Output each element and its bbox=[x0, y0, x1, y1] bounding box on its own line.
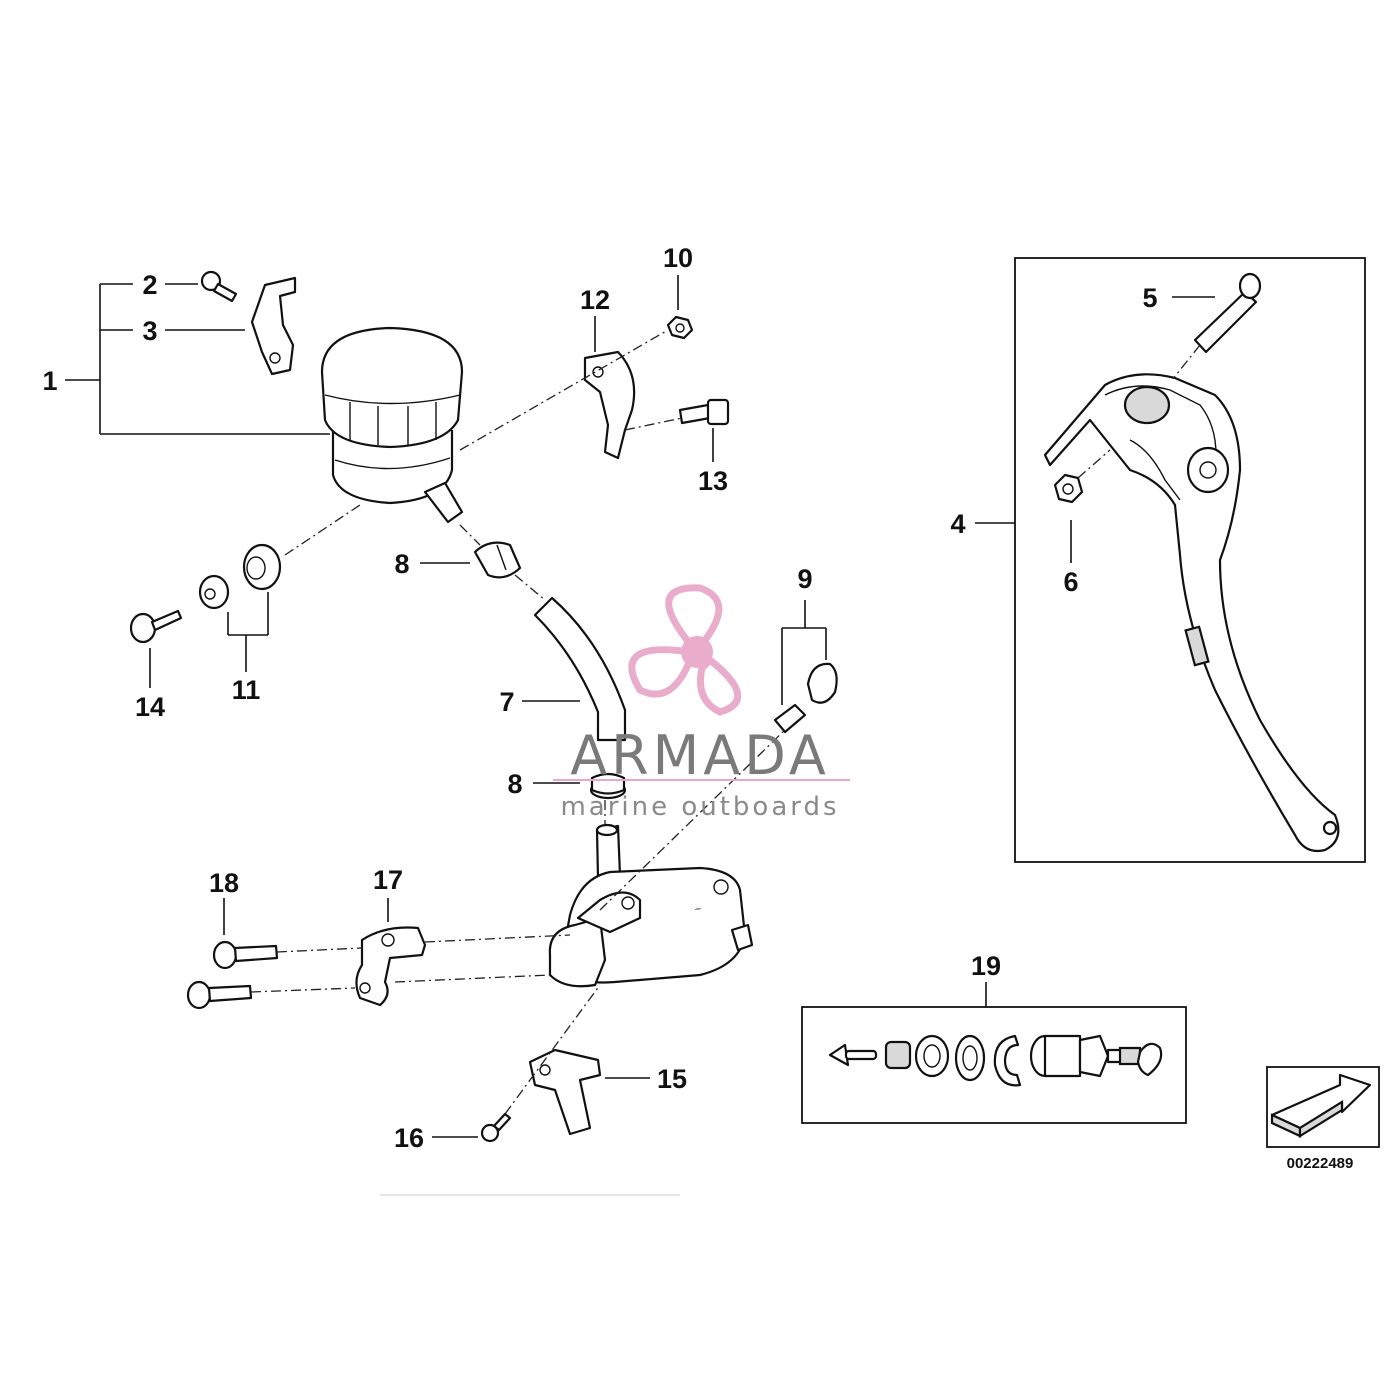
diagram-reference-number: 00222489 bbox=[1287, 1155, 1354, 1172]
spacer-sleeve bbox=[198, 574, 230, 610]
callout-9: 9 bbox=[797, 564, 812, 594]
switch-screw bbox=[480, 1112, 512, 1143]
bleed-valve bbox=[773, 703, 807, 734]
callout-1: 1 bbox=[42, 366, 57, 396]
callout-14: 14 bbox=[135, 692, 165, 722]
callout-18: 18 bbox=[209, 868, 239, 898]
hose-clip-lower bbox=[589, 772, 627, 800]
callout-10: 10 bbox=[663, 243, 693, 273]
watermark-brand: ARMADA bbox=[570, 724, 830, 787]
reservoir-bracket bbox=[165, 276, 297, 376]
bracket-nut bbox=[666, 315, 694, 340]
handlebar-clamp bbox=[355, 926, 427, 1007]
brake-light-switch bbox=[528, 1048, 602, 1136]
repair-kit-parts bbox=[828, 1034, 1163, 1087]
hose-clip-upper bbox=[473, 541, 522, 579]
brand-stamp: ~ bbox=[694, 903, 703, 916]
reservoir-screw bbox=[165, 270, 238, 303]
callout-12: 12 bbox=[580, 285, 610, 315]
reservoir-grommet bbox=[242, 543, 282, 591]
propeller-logo-icon bbox=[628, 584, 742, 716]
callout-17: 17 bbox=[373, 865, 403, 895]
callout-13: 13 bbox=[698, 466, 728, 496]
master-cylinder: ~ bbox=[548, 823, 754, 988]
bracket-bolt bbox=[678, 398, 730, 462]
callout-5: 5 bbox=[1142, 283, 1157, 313]
reservoir-hose bbox=[533, 596, 627, 742]
callout-16: 16 bbox=[394, 1123, 424, 1153]
lever-group-box bbox=[1014, 257, 1366, 863]
callout-15: 15 bbox=[657, 1064, 687, 1094]
mounting-bracket bbox=[583, 350, 636, 460]
callout-19: 19 bbox=[971, 951, 1001, 981]
callout-7: 7 bbox=[499, 687, 514, 717]
clamp-bolt-upper bbox=[212, 940, 279, 970]
callout-4: 4 bbox=[950, 509, 965, 539]
callout-3: 3 bbox=[142, 316, 157, 346]
brake-lever bbox=[1043, 373, 1340, 853]
callout-8-upper: 8 bbox=[394, 549, 409, 579]
callout-6: 6 bbox=[1063, 567, 1078, 597]
callout-2: 2 bbox=[142, 270, 157, 300]
watermark-tagline: marine outboards bbox=[560, 792, 839, 822]
brake-fluid-reservoir bbox=[320, 326, 464, 524]
arrow-reference-icon bbox=[1266, 1066, 1380, 1148]
callout-11: 11 bbox=[232, 675, 261, 705]
reservoir-mount-screw bbox=[129, 609, 183, 644]
bleed-valve-cap bbox=[806, 662, 838, 704]
repair-kit-box bbox=[801, 1006, 1187, 1124]
clamp-bolt-lower bbox=[186, 980, 253, 1010]
callout-8-lower: 8 bbox=[507, 769, 522, 799]
lever-nut bbox=[1053, 449, 1111, 563]
lever-pivot-bolt bbox=[1172, 272, 1262, 354]
